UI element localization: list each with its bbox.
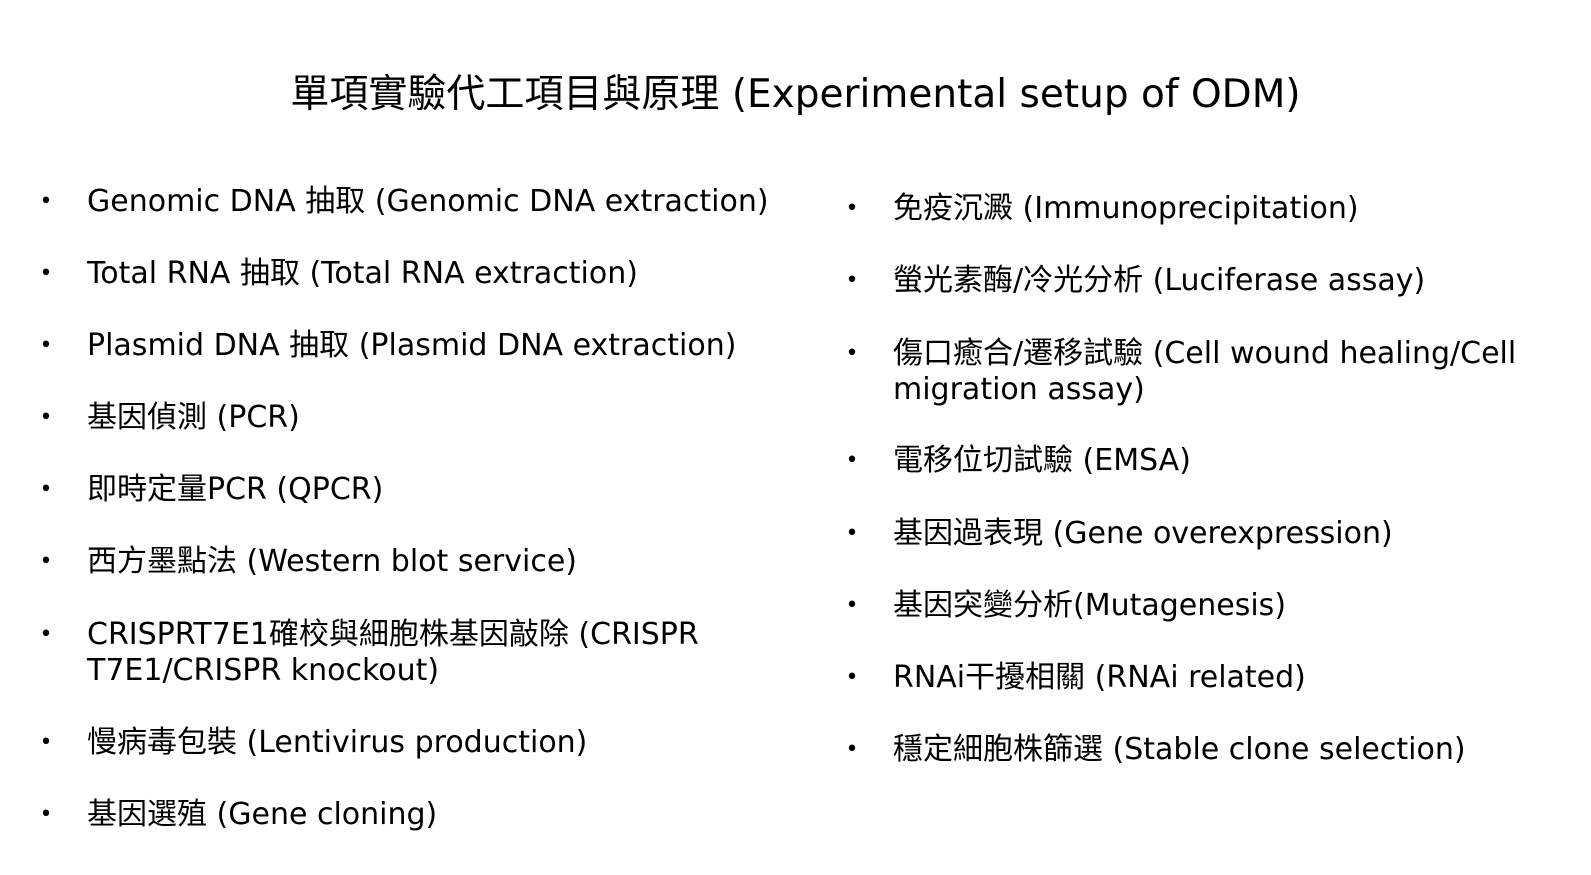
list-item-text: 螢光素酶/冷光分析 (Luciferase assay) [893, 263, 1426, 298]
list-item-text: 傷口癒合/遷移試驗 (Cell wound healing/Cell [893, 336, 1517, 371]
list-item-text: 基因偵測 (PCR) [87, 400, 300, 435]
list-item-text: RNAi干擾相關 (RNAi related) [893, 660, 1306, 695]
list-item-text: migration assay) [893, 372, 1145, 407]
list-item: 穩定細胞株篩選 (Stable clone selection) [893, 732, 1553, 768]
list-item: 電移位切試驗 (EMSA) [893, 443, 1553, 479]
bullet-marker: • [39, 477, 53, 502]
bullet-marker: • [845, 448, 859, 473]
list-item: 基因過表現 (Gene overexpression) [893, 516, 1553, 552]
list-item-text: T7E1/CRISPR knockout) [87, 653, 440, 688]
list-item-text: 基因突變分析(Mutagenesis) [893, 588, 1287, 623]
list-item-text: 免疫沉澱 (Immunoprecipitation) [893, 191, 1359, 226]
bullet-marker: • [845, 665, 859, 690]
list-item: 慢病毒包裝 (Lentivirus production) [87, 725, 787, 761]
bullet-marker: • [845, 737, 859, 762]
list-item-text: CRISPRT7E1確校與細胞株基因敲除 (CRISPR [87, 617, 699, 652]
bullet-marker: • [39, 549, 53, 574]
list-item-text: 穩定細胞株篩選 (Stable clone selection) [893, 732, 1466, 767]
bullet-marker: • [39, 622, 53, 647]
bullet-marker: • [845, 341, 859, 366]
bullet-marker: • [39, 802, 53, 827]
bullet-marker: • [39, 405, 53, 430]
list-item-text: 基因選殖 (Gene cloning) [87, 797, 438, 832]
page-title: 單項實驗代工項目與原理 (Experimental setup of ODM) [290, 72, 1301, 117]
list-item: RNAi干擾相關 (RNAi related) [893, 660, 1553, 696]
list-item: Total RNA 抽取 (Total RNA extraction) [87, 256, 787, 292]
list-item-text: 慢病毒包裝 (Lentivirus production) [87, 725, 588, 760]
bullet-marker: • [39, 261, 53, 286]
bullet-marker: • [39, 189, 53, 214]
list-item: 免疫沉澱 (Immunoprecipitation) [893, 191, 1553, 227]
bullet-marker: • [39, 333, 53, 358]
bullet-marker: • [845, 593, 859, 618]
list-item-text: 電移位切試驗 (EMSA) [893, 443, 1191, 478]
list-item: Plasmid DNA 抽取 (Plasmid DNA extraction) [87, 328, 787, 364]
list-item: 西方墨點法 (Western blot service) [87, 544, 787, 580]
list-item: 基因突變分析(Mutagenesis) [893, 588, 1553, 624]
list-item: 基因選殖 (Gene cloning) [87, 797, 787, 833]
list-item-text: Genomic DNA 抽取 (Genomic DNA extraction) [87, 184, 769, 219]
list-item: Genomic DNA 抽取 (Genomic DNA extraction) [87, 184, 787, 220]
list-item-text: 即時定量PCR (QPCR) [87, 472, 384, 507]
bullet-marker: • [845, 268, 859, 293]
list-item: 基因偵測 (PCR) [87, 400, 787, 436]
bullet-marker: • [39, 730, 53, 755]
bullet-marker: • [845, 521, 859, 546]
list-item: 螢光素酶/冷光分析 (Luciferase assay) [893, 263, 1553, 299]
bullet-marker: • [845, 196, 859, 221]
list-item: 即時定量PCR (QPCR) [87, 472, 787, 508]
list-item-text: Plasmid DNA 抽取 (Plasmid DNA extraction) [87, 328, 737, 363]
list-item-text: Total RNA 抽取 (Total RNA extraction) [87, 256, 638, 291]
list-item-text: 基因過表現 (Gene overexpression) [893, 516, 1393, 551]
list-item-text: 西方墨點法 (Western blot service) [87, 544, 578, 579]
